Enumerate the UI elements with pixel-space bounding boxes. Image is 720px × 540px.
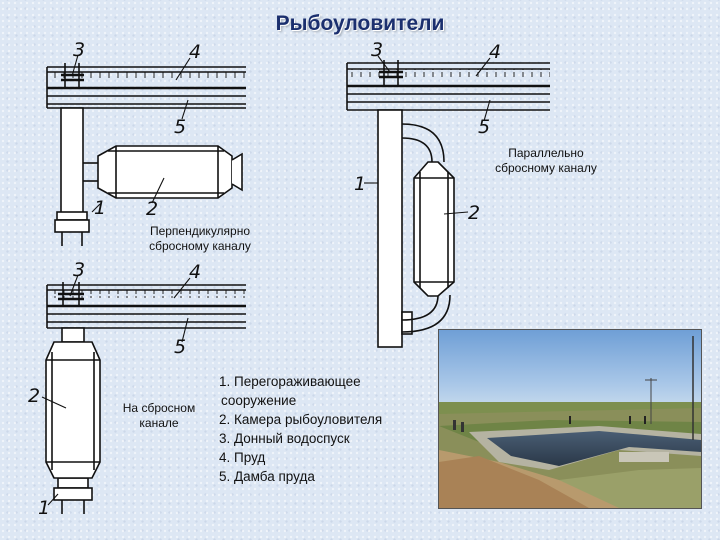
caption-parallel: Параллельно сбросному каналу bbox=[466, 146, 626, 176]
label-5: 5 bbox=[174, 336, 186, 358]
trap-chamber bbox=[45, 341, 101, 479]
diagram-perpendicular bbox=[46, 63, 246, 246]
label-3: 3 bbox=[371, 39, 383, 61]
diagram-parallel bbox=[346, 60, 550, 348]
legend-item: 2. Камера рыбоуловителя bbox=[219, 412, 383, 427]
label-3: 3 bbox=[73, 39, 85, 61]
caption-line: Перпендикулярно bbox=[149, 224, 251, 238]
label-2: 2 bbox=[146, 198, 158, 220]
page-title: Рыбоуловители bbox=[275, 12, 445, 35]
legend-item: 4. Пруд bbox=[219, 450, 266, 465]
trap-chamber bbox=[83, 145, 243, 199]
channel-photo-illustration bbox=[439, 330, 701, 508]
barrier-structure bbox=[54, 107, 90, 246]
bypass-pipe bbox=[401, 123, 451, 333]
bottom-outlet bbox=[379, 60, 403, 86]
label-4: 4 bbox=[189, 41, 201, 63]
caption-line: сбросному каналу bbox=[149, 239, 251, 253]
pond-dam bbox=[46, 284, 246, 329]
caption-on-channel: На сбросном канале bbox=[104, 401, 214, 431]
label-4: 4 bbox=[189, 261, 201, 283]
label-1: 1 bbox=[354, 173, 366, 195]
label-1: 1 bbox=[38, 497, 50, 519]
pond-dam bbox=[46, 66, 246, 109]
caption-line: Параллельно bbox=[508, 146, 584, 160]
legend-item: 5. Дамба пруда bbox=[219, 469, 315, 484]
caption-line: сбросному каналу bbox=[495, 161, 597, 175]
legend-item: 3. Донный водоспуск bbox=[219, 431, 350, 446]
caption-line: На сбросном bbox=[122, 401, 196, 415]
diagram-numbers: 3 4 5 1 2 3 4 5 1 2 3 4 5 2 1 bbox=[28, 39, 501, 519]
legend-item: 1. Перегораживающее bbox=[219, 374, 361, 389]
label-2: 2 bbox=[468, 202, 480, 224]
label-5: 5 bbox=[174, 116, 186, 138]
leader-lines bbox=[41, 54, 491, 506]
barrier-structure bbox=[53, 327, 93, 514]
pond-dam bbox=[346, 62, 550, 111]
legend: 1. Перегораживающее сооружение 2. Камера… bbox=[219, 372, 429, 486]
label-2: 2 bbox=[28, 385, 40, 407]
trap-chamber bbox=[413, 161, 455, 297]
barrier-structure bbox=[377, 109, 413, 348]
channel-photo bbox=[438, 329, 702, 509]
label-4: 4 bbox=[489, 41, 501, 63]
label-3: 3 bbox=[73, 259, 85, 281]
diagram-on-channel bbox=[45, 282, 246, 514]
label-1: 1 bbox=[94, 197, 106, 219]
caption-perpendicular: Перпендикулярно сбросному каналу bbox=[120, 224, 280, 254]
caption-line: канале bbox=[139, 416, 179, 430]
legend-item: сооружение bbox=[221, 393, 297, 408]
label-5: 5 bbox=[478, 116, 490, 138]
